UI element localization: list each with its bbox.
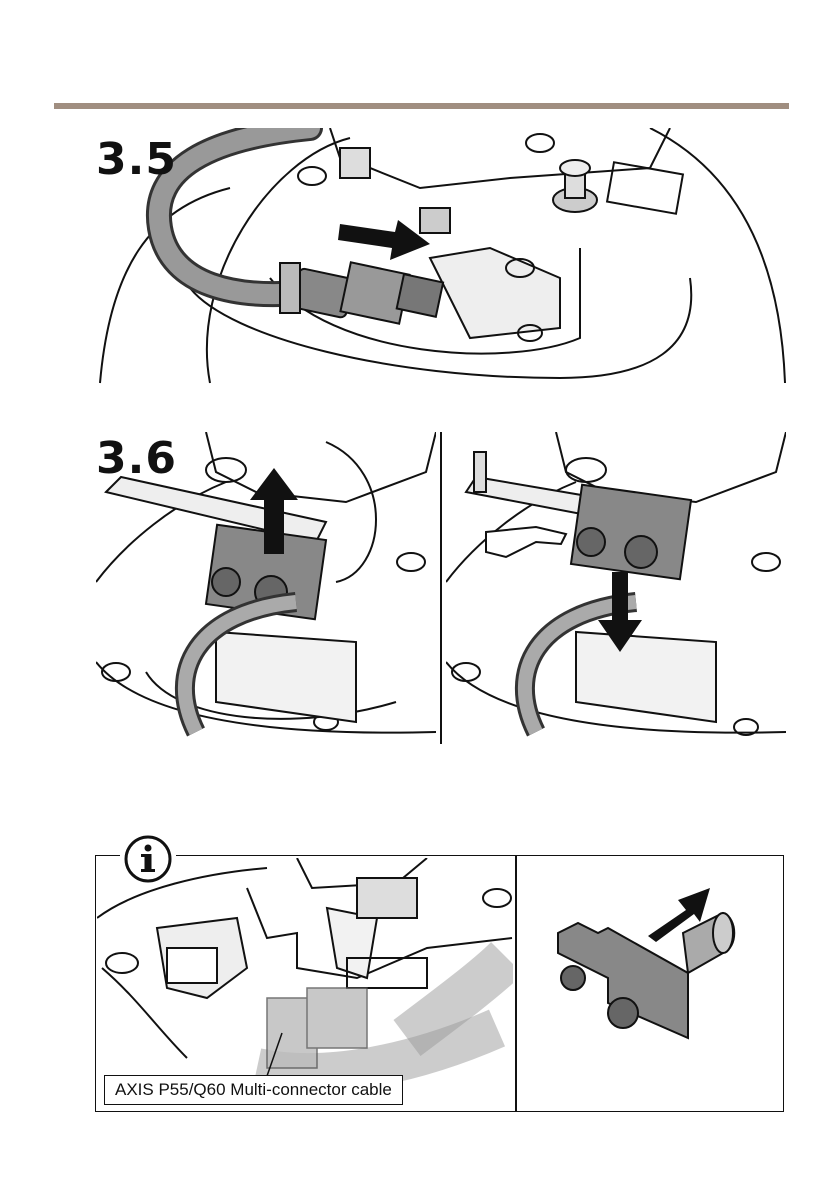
illustration-connector-cap <box>548 878 748 1058</box>
illustration-multi-connector-cable <box>97 858 513 1110</box>
panel-divider <box>440 432 442 744</box>
step-number-3-6: 3.6 <box>96 437 177 481</box>
cable-label: AXIS P55/Q60 Multi-connector cable <box>104 1075 403 1105</box>
illustration-step-3-5 <box>90 128 790 388</box>
header-rule <box>54 103 789 109</box>
step-number-3-5: 3.5 <box>96 138 177 182</box>
illustration-step-3-6-insert <box>446 432 786 744</box>
info-box-divider <box>515 856 517 1111</box>
